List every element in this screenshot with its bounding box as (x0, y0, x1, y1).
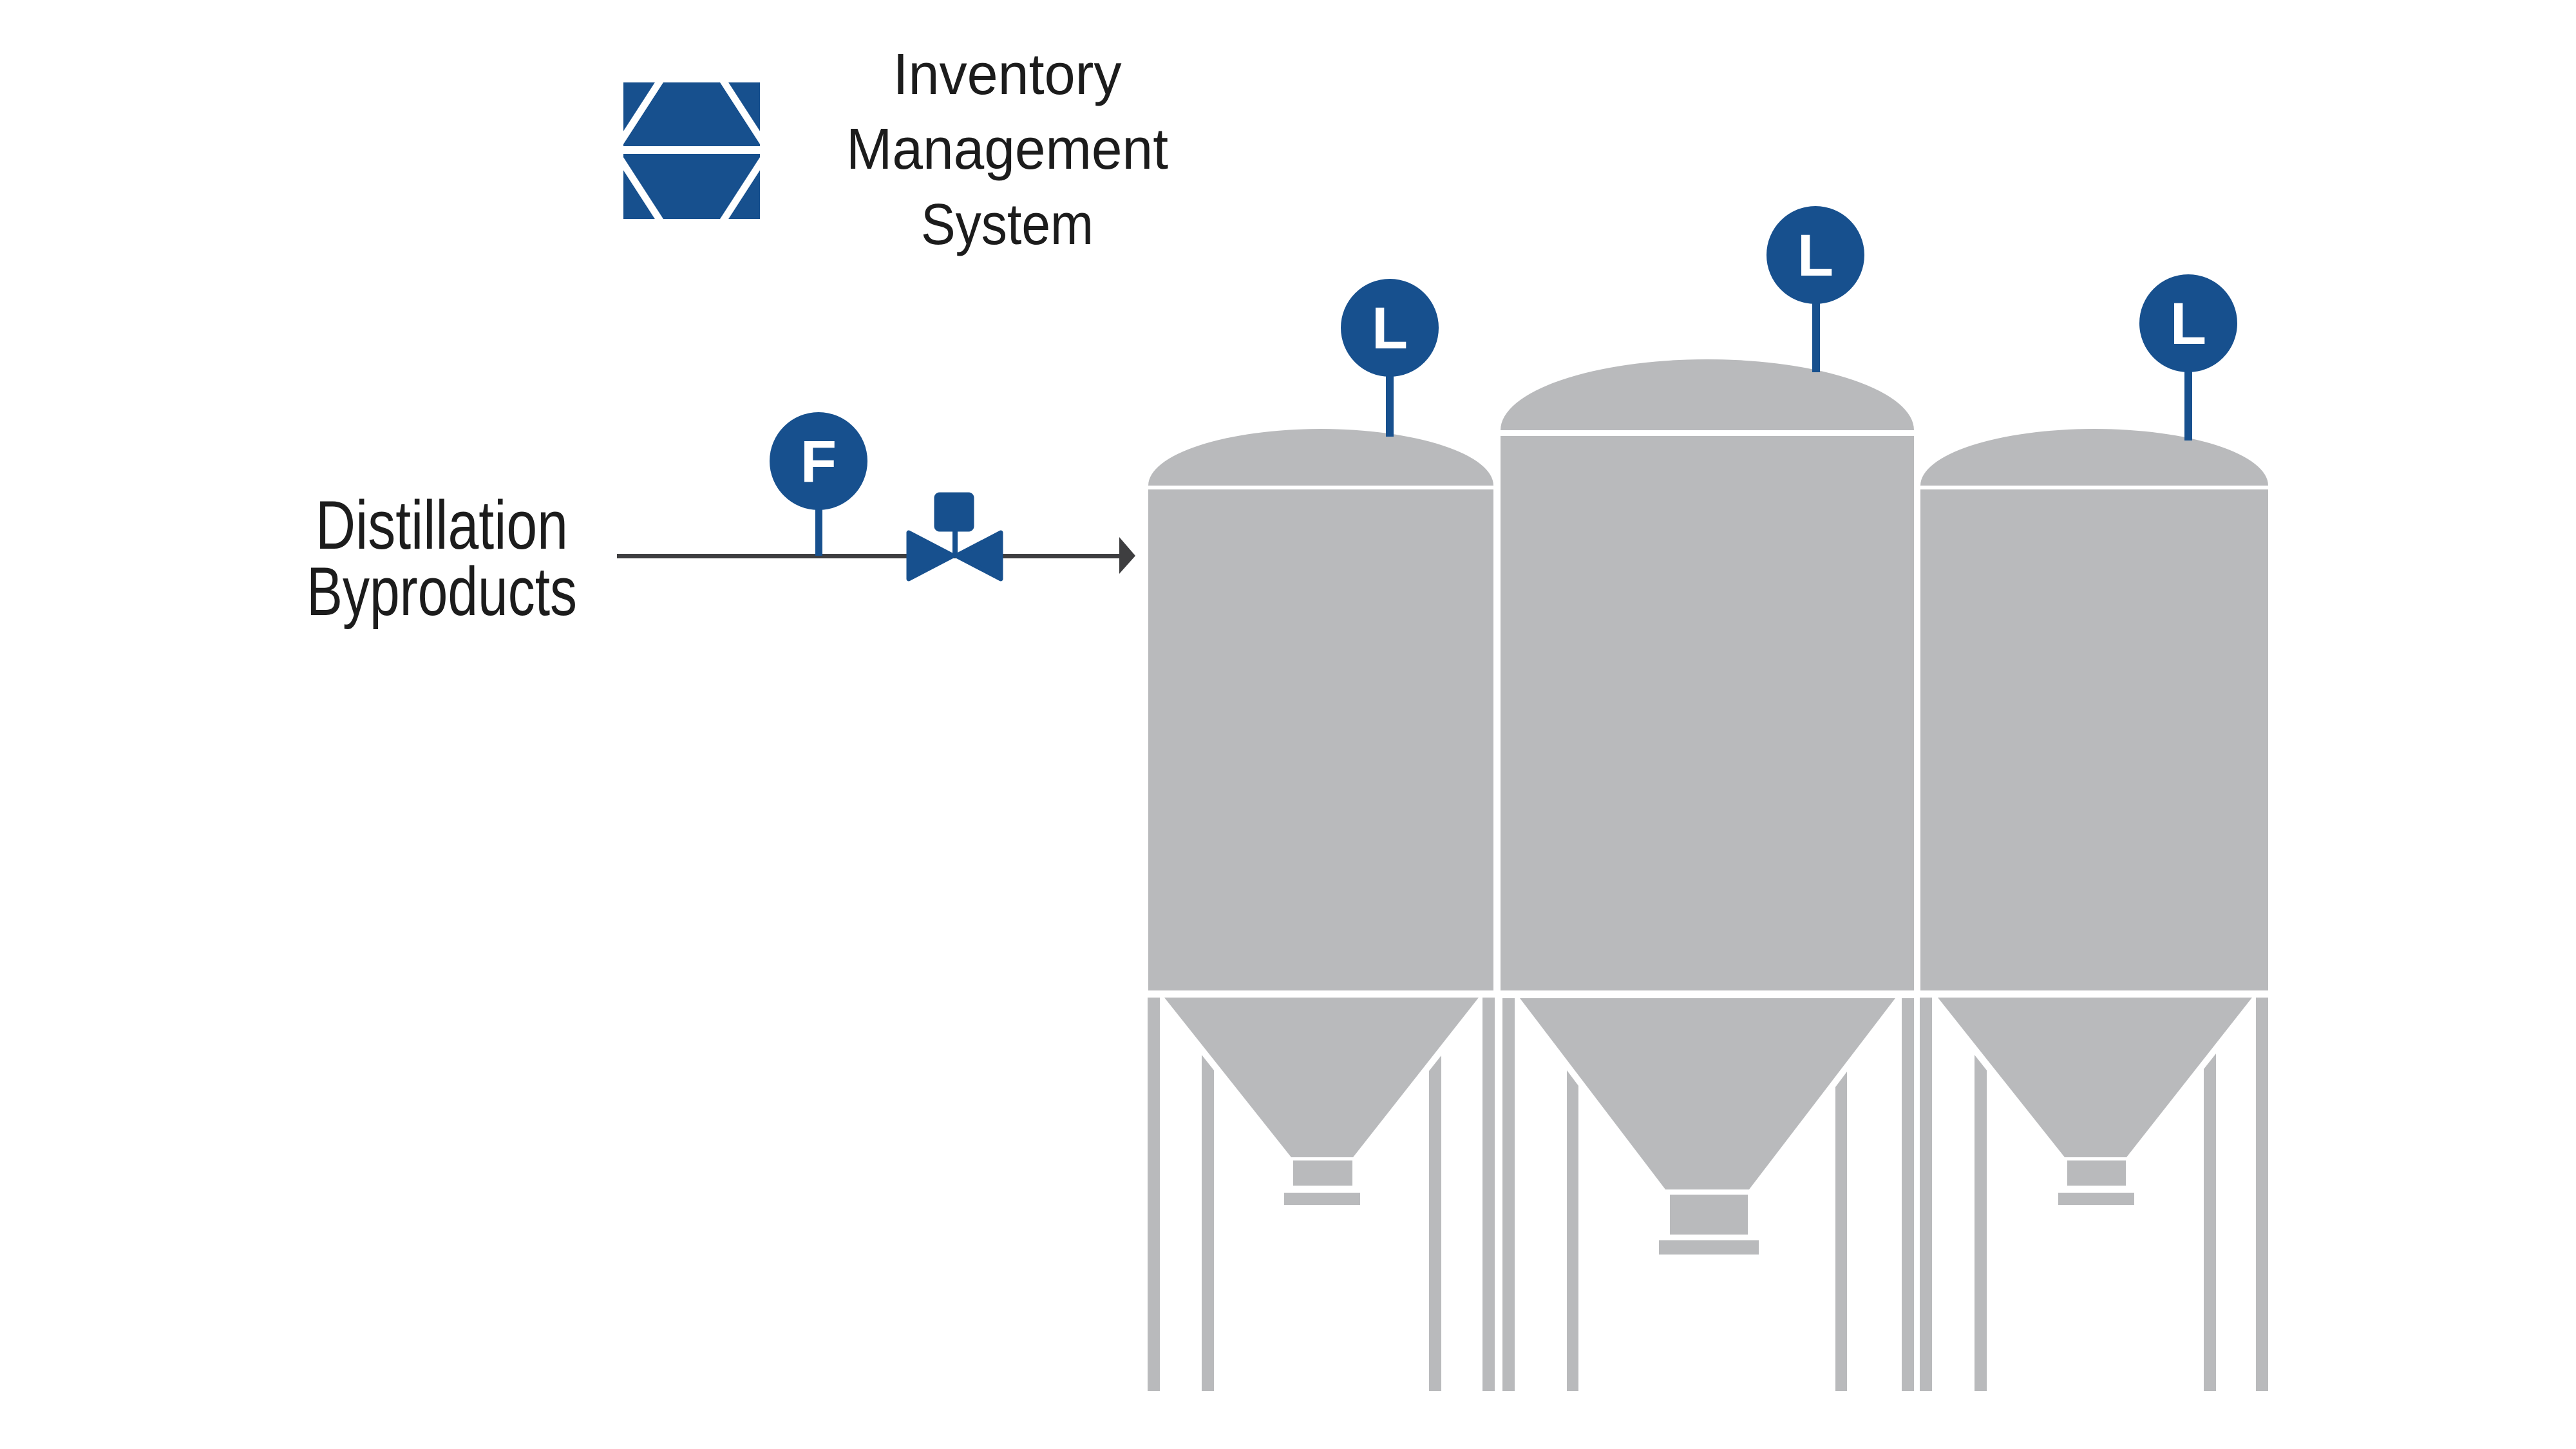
svg-text:L: L (1372, 296, 1408, 361)
svg-text:L: L (2170, 291, 2206, 357)
svg-text:System: System (921, 193, 1094, 257)
svg-text:Byproducts: Byproducts (307, 553, 577, 630)
svg-text:Management: Management (846, 117, 1168, 182)
svg-text:L: L (1797, 223, 1833, 289)
svg-text:Inventory: Inventory (893, 43, 1122, 107)
svg-text:Distillation: Distillation (316, 486, 568, 564)
svg-text:F: F (800, 429, 837, 495)
